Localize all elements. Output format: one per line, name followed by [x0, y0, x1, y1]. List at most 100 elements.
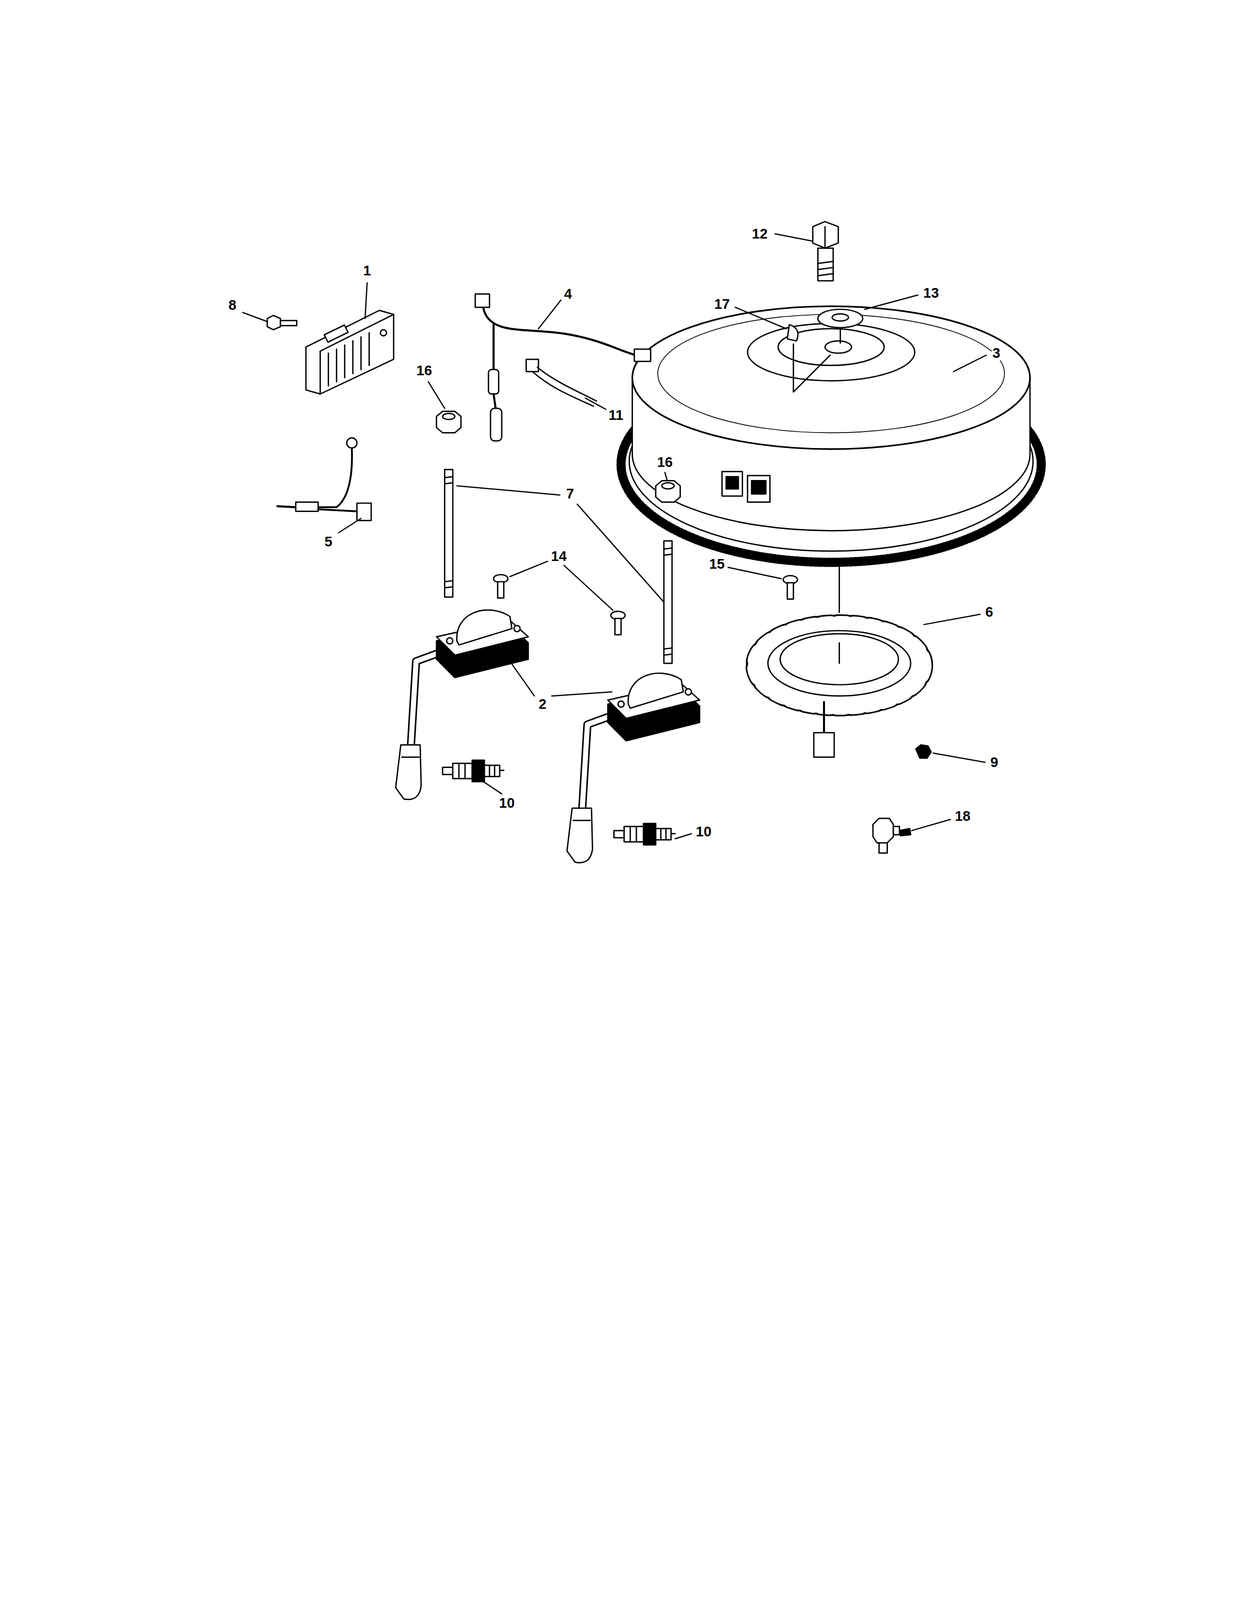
flywheel: [620, 306, 1042, 563]
flywheel-fasteners: [787, 221, 863, 613]
flywheel-magnet: [726, 476, 739, 489]
regulator-body: [305, 310, 394, 395]
oil-sensor: [872, 818, 894, 843]
stud-thread: [664, 547, 673, 549]
regulator-fin: [335, 348, 338, 382]
regulator-fin: [368, 332, 370, 365]
leader-line: [864, 295, 918, 310]
regulator-fin: [327, 352, 330, 386]
leader-line: [933, 752, 985, 762]
screw: [267, 315, 281, 330]
leader-line: [563, 565, 613, 611]
stud-thread: [444, 586, 453, 588]
leader-line: [728, 567, 781, 579]
screw: [787, 582, 794, 600]
regulator-fin: [360, 336, 362, 370]
stud: [444, 469, 453, 597]
stator-wire: [823, 701, 825, 733]
leader-line: [364, 282, 367, 319]
stud-thread: [444, 476, 453, 478]
oil-sensor: [879, 842, 888, 853]
nut: [442, 413, 455, 420]
wire-lead: [317, 508, 357, 511]
stud-thread: [664, 554, 673, 555]
washer: [832, 313, 849, 321]
wire-connector: [356, 503, 371, 521]
flywheel-hub: [747, 323, 915, 381]
callout-number: 12: [750, 225, 769, 241]
leader-line: [775, 233, 812, 241]
screw: [280, 320, 298, 326]
leader-line: [585, 397, 606, 410]
callout-number: 5: [323, 534, 333, 550]
leader-line: [577, 504, 665, 603]
stator-connector: [813, 732, 835, 757]
stud-thread: [664, 648, 673, 650]
wiring: [277, 293, 651, 521]
wire-connector: [475, 293, 490, 307]
leader-line: [509, 561, 548, 577]
leader-line: [509, 661, 535, 697]
small-parts: [872, 744, 932, 853]
callout-number: 16: [656, 454, 674, 470]
stator: [757, 575, 921, 758]
wire-sleeve: [490, 408, 502, 441]
bolt-shank: [817, 248, 834, 281]
callout-number: 2: [537, 696, 548, 712]
callout-number: 10: [498, 794, 516, 810]
bolt-thread: [817, 273, 834, 276]
callout-number: 13: [922, 285, 940, 301]
leader-line: [428, 381, 445, 409]
wire-connector: [634, 348, 651, 362]
flywheel-rim: [657, 314, 1005, 433]
nut: [915, 744, 932, 758]
leader-lines: [242, 233, 987, 839]
ignition-coil-set: [567, 673, 700, 863]
ring-terminal: [346, 437, 357, 448]
leader-line: [483, 781, 502, 794]
stator-teeth: [757, 626, 921, 704]
callout-number: 6: [984, 604, 995, 620]
leader-line: [538, 300, 561, 329]
leader-line: [338, 518, 362, 533]
wire-harness: [483, 308, 637, 356]
regulator-body: [319, 350, 321, 394]
leader-line: [923, 614, 981, 625]
oil-sensor: [899, 828, 911, 836]
stud-thread: [444, 580, 453, 582]
nut: [661, 482, 674, 490]
leader-line: [953, 355, 986, 372]
flywheel-top: [632, 306, 1030, 450]
flywheel-magnet: [747, 475, 770, 503]
flywheel-key: [787, 324, 798, 342]
stud: [664, 540, 673, 664]
callout-number: 3: [991, 345, 1001, 361]
wire-harness: [493, 394, 496, 409]
stud-thread: [664, 653, 673, 655]
callout-number: 17: [713, 296, 731, 312]
screw: [497, 581, 505, 599]
stator-core: [780, 633, 899, 685]
cable-tie: [526, 359, 539, 372]
regulator-fin: [344, 345, 346, 378]
leader-line: [911, 819, 951, 831]
callout-number: 1: [362, 262, 372, 278]
leader-line: [551, 691, 612, 696]
wire-lead: [295, 502, 318, 512]
ignition-coil-set: [395, 609, 529, 800]
callout-number: 8: [227, 297, 238, 313]
leader-line: [242, 312, 268, 322]
bolt-head: [824, 226, 826, 249]
regulator-fin: [352, 340, 354, 374]
assembly-line: [838, 642, 840, 664]
leader-line: [675, 833, 692, 839]
stud-thread: [444, 482, 453, 484]
wire-lead: [277, 506, 296, 508]
wire-harness: [492, 324, 495, 370]
callout-number: 9: [989, 754, 999, 770]
bolt-thread: [817, 261, 834, 264]
regulator: [267, 310, 394, 395]
bolt-thread: [817, 267, 834, 270]
